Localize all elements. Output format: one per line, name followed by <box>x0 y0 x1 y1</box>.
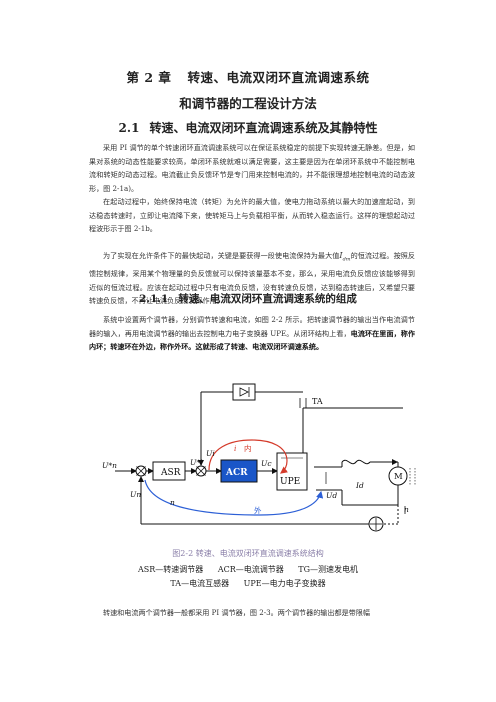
legend-asr: ASR—转速调节器 <box>137 565 204 574</box>
paragraph-3-part-a: 为了实现在允许条件下的最快起动，关键是要获得一段使电流保持为最大值 <box>103 251 340 260</box>
ui-label: Ui <box>206 449 215 458</box>
un-star-label: U*n <box>102 461 117 470</box>
legend-tg: TG—测速发电机 <box>298 565 359 574</box>
inner-loop-arrow <box>208 439 288 474</box>
paragraph-4: 系统中设置两个调节器，分别调节转速和电流，如图 2-2 所示。把转速调节器的输出… <box>89 313 415 354</box>
chapter-number: 第 2 章 <box>126 70 172 85</box>
paragraph-4-text: 系统中设置两个调节器，分别调节转速和电流，如图 2-2 所示。把转速调节器的输出… <box>89 315 415 338</box>
subsection-title: 转速、电流双闭环直流调速系统的组成 <box>178 293 357 305</box>
paragraph-3-part-b: 的恒流过程。按照反馈控制规律，采用某个物理量的负反馈就可以保持该量基本不变，那么… <box>89 251 416 306</box>
figure-legend-line1: ASR—转速调节器 ACR—电流调节器 TG—测速发电机 <box>0 564 496 575</box>
chapter-title-line1: 转速、电流双闭环直流调速系统 <box>187 70 370 85</box>
ui-star-label: U*i <box>190 458 203 467</box>
motor-label: M <box>394 472 403 482</box>
subsection-heading: 2.1.1 转速、电流双闭环直流调速系统的组成 <box>0 291 496 306</box>
paragraph-5: 转速和电流两个调节器一般都采用 PI 调节器，图 2-3。两个调节器的输出都是带… <box>103 608 370 617</box>
motor-symbol <box>388 466 408 486</box>
paragraph-2: 在起动过程中，始终保持电流（转矩）为允许的最大值，使电力拖动系统以最大的加速度起… <box>89 197 415 234</box>
inner-loop-label: 内 <box>244 443 252 453</box>
figure-legend-line2: TA—电流互感器 UPE—电力电子变换器 <box>0 578 496 589</box>
system-diagram: ASR ACR UPE M TA U*n Un U*i Ui Uc Id Ud … <box>102 383 416 532</box>
i-inner-label: i <box>234 444 237 453</box>
chapter-title: 第 2 章转速、电流双闭环直流调速系统 <box>0 67 496 86</box>
legend-acr: ACR—电流调节器 <box>217 565 284 574</box>
ta-label: TA <box>312 397 323 406</box>
outer-loop-label: 外 <box>254 505 262 515</box>
ud-label: Ud <box>326 491 337 500</box>
upe-label: UPE <box>280 477 300 487</box>
subsection-number: 2.1.1 <box>139 293 169 305</box>
section-number: 2.1 <box>118 121 140 135</box>
acr-label: ACR <box>225 468 248 478</box>
paragraph-4-bold: 电流环在里面，称作内环；转速环在外边，称作外环。这就形成了转速、电流双闭环调速系… <box>89 328 416 352</box>
section-heading: 2.1 转速、电流双闭环直流调速系统及其静特性 <box>0 119 496 136</box>
current-transformer-rectifier <box>232 383 256 401</box>
paragraph-3: 为了实现在允许条件下的最快起动，关键是要获得一段使电流保持为最大值Idm的恒流过… <box>89 249 415 308</box>
id-label: Id <box>355 481 364 490</box>
section-title: 转速、电流双闭环直流调速系统及其静特性 <box>149 121 378 135</box>
n-right-label: n <box>404 505 409 514</box>
figure-caption: 图2-2 转速、电流双闭环直流调速系统结构 <box>172 549 324 558</box>
imax-symbol: Idm <box>339 251 351 263</box>
asr-label: ASR <box>160 468 181 478</box>
legend-ta: TA—电流互感器 <box>170 579 230 588</box>
paragraph-1: 采用 PI 调节的单个转速闭环直流调速系统可以在保证系统稳定的前提下实现转速无静… <box>89 143 415 193</box>
outer-loop-arrow <box>144 479 324 516</box>
legend-upe: UPE—电力电子变换器 <box>243 579 326 588</box>
uc-label: Uc <box>261 459 272 468</box>
inductor <box>341 459 371 465</box>
n-left-label: n <box>170 498 175 507</box>
chapter-title-line2: 和调节器的工程设计方法 <box>179 96 317 111</box>
un-label: Un <box>130 490 141 499</box>
